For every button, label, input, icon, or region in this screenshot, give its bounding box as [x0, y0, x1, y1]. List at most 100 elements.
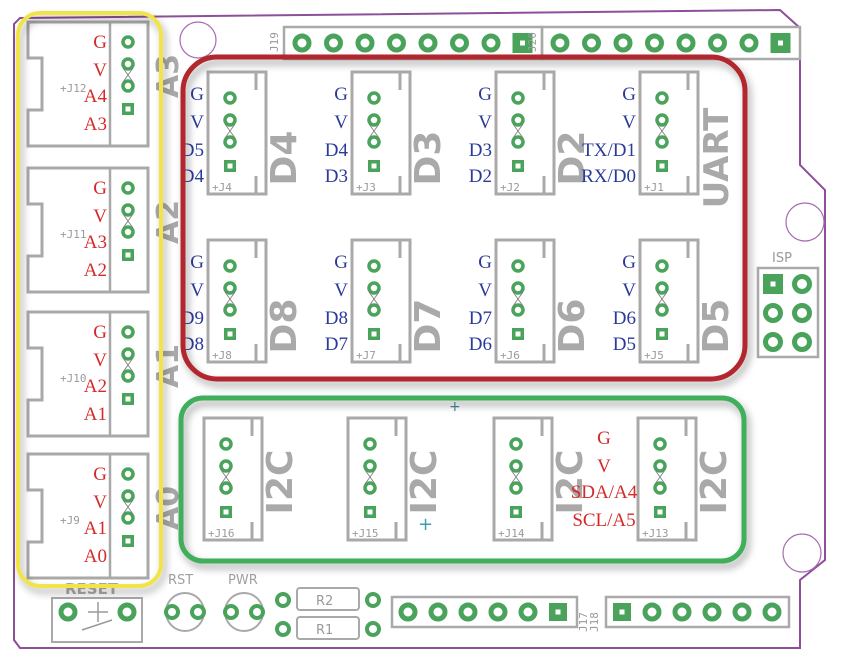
digital-pin-label: D6: [469, 334, 492, 355]
round-pad: [223, 91, 237, 105]
reset-switch-outline: [51, 597, 143, 643]
digital-silk-label: D3: [408, 131, 449, 186]
rst-led-label: RST: [168, 573, 193, 588]
board-outline: [13, 8, 826, 649]
round-pad: [655, 303, 669, 317]
round-pad: [450, 33, 469, 53]
crossover-mark: [656, 291, 668, 307]
round-pad: [367, 113, 381, 127]
header-ref: J20: [526, 32, 539, 52]
digital-pin-label: TX/D1: [582, 140, 636, 161]
round-pad: [481, 33, 501, 53]
round-pad: [511, 259, 525, 273]
digital-silk-label: D8: [264, 299, 305, 354]
round-pad: [428, 602, 448, 622]
round-pad: [121, 181, 135, 195]
round-pad: [642, 602, 662, 622]
round-pad: [488, 602, 508, 622]
analog-pin-label: A2: [84, 260, 107, 281]
analog-pin-label: A1: [84, 404, 107, 425]
round-pad: [708, 33, 727, 53]
crossover-mark: [512, 123, 524, 139]
crossover-mark: [224, 123, 236, 139]
connector-housing: [202, 416, 264, 542]
analog-pin-label: A3: [84, 114, 107, 135]
analog-connector-ref: +J10: [60, 372, 87, 385]
connector-ref: +J15: [352, 527, 379, 540]
resistor-r1: R1: [275, 616, 381, 640]
crossover-mark: [368, 123, 380, 139]
round-pad: [509, 459, 523, 473]
crossover-mark: [654, 469, 666, 485]
round-pad: [121, 325, 135, 339]
pad-hole: [227, 163, 233, 169]
digital-pin-label: G: [478, 84, 492, 105]
digital-pin-label: D3: [469, 140, 492, 161]
digital-pin-label: D3: [325, 166, 348, 187]
header-outline: [390, 595, 579, 629]
i2c-pin-label: SCL/A5: [572, 510, 635, 531]
round-pad: [739, 33, 759, 53]
pad-hole: [619, 609, 625, 615]
round-pad: [223, 135, 237, 149]
origin-cross: +: [449, 399, 461, 415]
pad-hole: [778, 40, 783, 46]
connector-ref: +J6: [500, 349, 520, 362]
digital-pin-label: G: [190, 84, 204, 105]
rst-led-pad: [190, 604, 206, 620]
analog-connector-housing: [26, 452, 150, 580]
crossover-mark: [122, 67, 134, 83]
analog-pin-label: G: [93, 322, 107, 343]
pad-hole: [520, 40, 525, 46]
digital-pin-label: RX/D0: [581, 166, 636, 187]
resistor-r2: R2: [275, 587, 381, 611]
round-pad: [509, 437, 523, 451]
digital-silk-label: D5: [696, 299, 737, 354]
round-pad: [292, 33, 312, 53]
analog-connector-ref: +J9: [60, 514, 80, 527]
analog-pin-label: V: [93, 206, 107, 227]
crossover-mark: [656, 123, 668, 139]
round-pad: [367, 259, 381, 273]
i2c-silk-label: I2C: [260, 450, 301, 515]
digital-pin-label: V: [622, 112, 636, 133]
resistor-r1-label: R1: [316, 623, 333, 638]
analog-pin-label: G: [93, 32, 107, 53]
connector-ref: +J4: [212, 181, 232, 194]
round-pad: [655, 281, 669, 295]
analog-silk-label: A2: [151, 200, 186, 244]
round-pad: [219, 459, 233, 473]
digital-pin-label: V: [334, 112, 348, 133]
round-pad: [398, 602, 418, 622]
round-pad: [653, 459, 667, 473]
round-pad: [645, 33, 664, 53]
digital-pin-label: G: [190, 252, 204, 273]
digital-pin-label: D6: [613, 308, 636, 329]
round-pad: [367, 91, 381, 105]
i2c-silk-label: I2C: [550, 450, 591, 515]
header-ref: J18: [588, 612, 601, 632]
digital-pin-label: D9: [181, 308, 204, 329]
pad-hole: [515, 163, 521, 169]
header-ref: J19: [268, 32, 281, 52]
i2c-pin-label: G: [597, 428, 611, 449]
round-pad: [792, 332, 812, 352]
header-outline: [540, 25, 802, 61]
connector-housing: [494, 70, 556, 196]
digital-pin-label: D8: [325, 308, 348, 329]
digital-pin-label: D5: [613, 334, 636, 355]
resistor-r2-label: R2: [316, 594, 333, 609]
digital-pin-label: D4: [181, 166, 205, 187]
round-pad: [509, 481, 523, 495]
round-pad: [732, 602, 752, 622]
crossover-mark: [220, 469, 232, 485]
connector-ref: +J1: [644, 181, 664, 194]
header-outline: [604, 595, 791, 629]
